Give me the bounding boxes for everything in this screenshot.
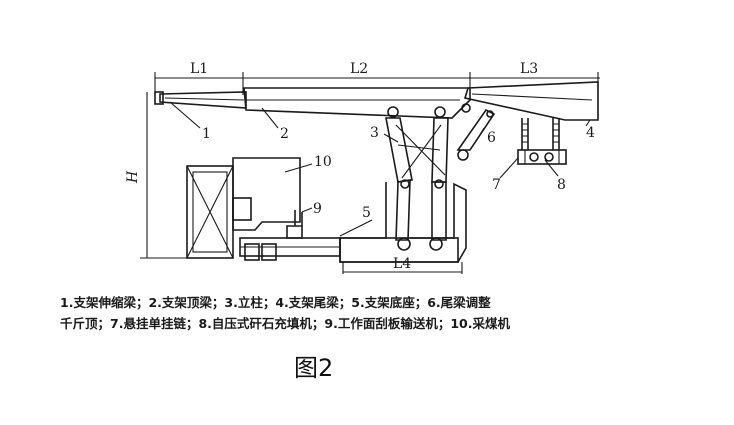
dimension-l4-label: L4 <box>393 256 411 272</box>
caption-line-1: 1.支架伸缩梁；2.支架顶梁；3.立柱；4.支架尾梁；5.支架底座；6.尾梁调整 <box>60 295 491 310</box>
tail-beam <box>463 81 599 121</box>
caption-line-2: 千斤顶；7.悬挂单挂链；8.自压式矸石充填机；9.工作面刮板输送机；10.采煤机 <box>60 316 510 331</box>
dimension-l2-label: L2 <box>350 61 368 77</box>
part-label-1: 1 <box>202 126 211 142</box>
part-label-3: 3 <box>370 125 379 141</box>
part-label-10: 10 <box>314 154 332 170</box>
tail-beam-jack <box>456 108 496 161</box>
part-label-6: 6 <box>487 130 496 146</box>
beam-joints <box>387 103 471 118</box>
telescopic-beam <box>154 91 247 109</box>
leader-lines <box>169 101 591 237</box>
part-label-5: 5 <box>362 205 371 221</box>
gangue-filling-machine <box>517 149 567 165</box>
top-beam <box>243 87 471 119</box>
part-label-9: 9 <box>313 201 322 217</box>
part-label-4: 4 <box>586 125 595 141</box>
dimension-l1-label: L1 <box>190 61 208 77</box>
part-label-8: 8 <box>557 177 566 193</box>
dimension-h-label: H <box>125 170 141 184</box>
hydraulic-props <box>385 117 449 241</box>
part-label-2: 2 <box>280 126 289 142</box>
coal-shearer <box>186 157 301 259</box>
height-dimension-line <box>140 92 188 259</box>
scraper-conveyor <box>239 210 341 261</box>
part-label-7: 7 <box>492 177 501 193</box>
suspension-chain <box>521 118 560 150</box>
dimension-l3-label: L3 <box>520 61 538 77</box>
figure-title: 图2 <box>294 354 334 382</box>
